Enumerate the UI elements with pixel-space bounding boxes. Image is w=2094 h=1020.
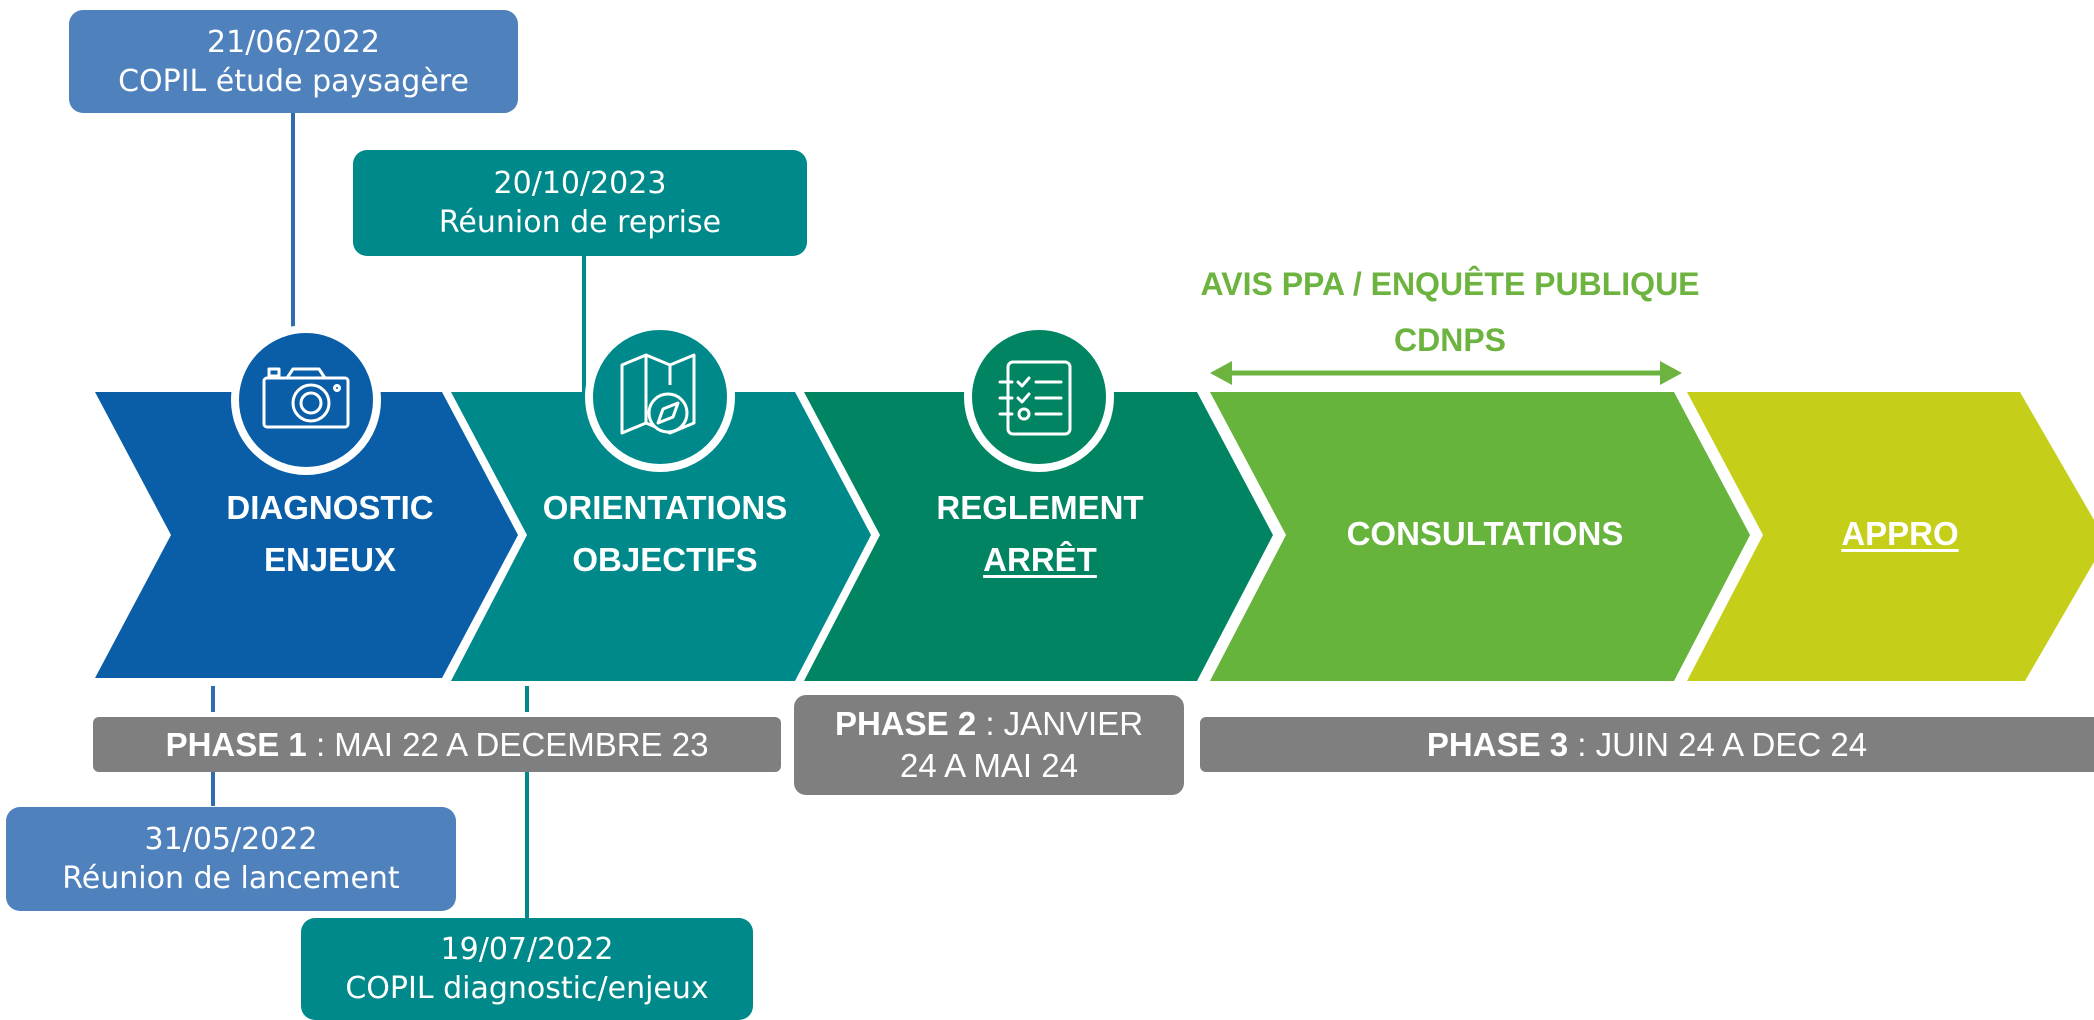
phase3-bar: PHASE 3 : JUIN 24 A DEC 24	[1200, 717, 2094, 772]
milestone-copil-paysagere-date: 21/06/2022	[207, 24, 380, 60]
chevron-consultations	[1210, 392, 1750, 681]
step-appro-line1: APPRO	[1841, 515, 1959, 552]
milestone-reunion-lancement-date: 31/05/2022	[144, 822, 318, 857]
phase2-bar: PHASE 2 : JANVIER 24 A MAI 24	[794, 695, 1184, 795]
map-compass-icon	[620, 353, 696, 435]
camera-icon	[262, 367, 350, 429]
circle-diagnostic	[231, 325, 381, 475]
milestone-reunion-lancement: 31/05/2022 Réunion de lancement	[6, 807, 456, 911]
milestone-copil-diagnostic-label: COPIL diagnostic/enjeux	[345, 971, 709, 1006]
milestone-copil-diagnostic: 19/07/2022 COPIL diagnostic/enjeux	[301, 918, 753, 1020]
step-diagnostic: DIAGNOSTIC ENJEUX	[170, 482, 490, 586]
phase3-text: : JUIN 24 A DEC 24	[1568, 725, 1868, 763]
consultations-double-arrow	[1210, 361, 1682, 385]
chevron-appro	[1687, 392, 2094, 681]
step-diagnostic-line1: DIAGNOSTIC	[226, 489, 434, 526]
milestone-copil-diagnostic-date: 19/07/2022	[440, 932, 614, 967]
phase1-content: PHASE 1 : MAI 22 A DECEMBRE 23	[166, 724, 709, 766]
chevron-reglement	[804, 392, 1273, 681]
step-diagnostic-line2: ENJEUX	[263, 541, 397, 578]
phase1-text: : MAI 22 A DECEMBRE 23	[306, 725, 709, 763]
milestone-copil-paysagere: 21/06/2022 COPIL étude paysagère	[69, 10, 518, 113]
step-orientations: ORIENTATIONS OBJECTIFS	[510, 482, 820, 586]
phase3-content: PHASE 3 : JUIN 24 A DEC 24	[1427, 724, 1867, 766]
step-reglement: REGLEMENT ARRÊT	[890, 482, 1190, 586]
phase1-name: PHASE 1	[165, 725, 307, 763]
consultations-label-line1: AVIS PPA / ENQUÊTE PUBLIQUE	[1200, 266, 1700, 302]
milestone-reunion-reprise-label: Réunion de reprise	[438, 205, 722, 240]
checklist-icon	[998, 360, 1072, 436]
step-reglement-line1: REGLEMENT	[936, 489, 1144, 526]
chevron-diagnostic	[95, 392, 518, 678]
milestone-copil-paysagere-label: COPIL étude paysagère	[118, 63, 469, 99]
phase2-text-line2: 24 A MAI 24	[900, 747, 1078, 784]
step-consultations-line1: CONSULTATIONS	[1346, 515, 1624, 552]
milestone-reunion-reprise-date: 20/10/2023	[493, 166, 667, 201]
phase2-line1: PHASE 2 : JANVIER	[835, 703, 1143, 745]
phase3-name: PHASE 3	[1426, 725, 1569, 763]
step-orientations-line2: OBJECTIFS	[572, 541, 758, 578]
consultations-label-line2: CDNPS	[1393, 322, 1506, 358]
step-orientations-line1: ORIENTATIONS	[542, 489, 788, 526]
phase1-bar: PHASE 1 : MAI 22 A DECEMBRE 23	[93, 717, 781, 772]
step-consultations: CONSULTATIONS	[1290, 508, 1680, 560]
step-reglement-line2: ARRÊT	[983, 541, 1097, 578]
milestone-reunion-reprise: 20/10/2023 Réunion de reprise	[353, 150, 807, 256]
milestone-reunion-lancement-label: Réunion de lancement	[62, 861, 400, 896]
step-appro: APPRO	[1770, 508, 2030, 560]
phase2-text-line1: : JANVIER	[976, 705, 1144, 742]
phase2-name: PHASE 2	[834, 705, 977, 742]
chevron-orientations	[451, 392, 871, 681]
